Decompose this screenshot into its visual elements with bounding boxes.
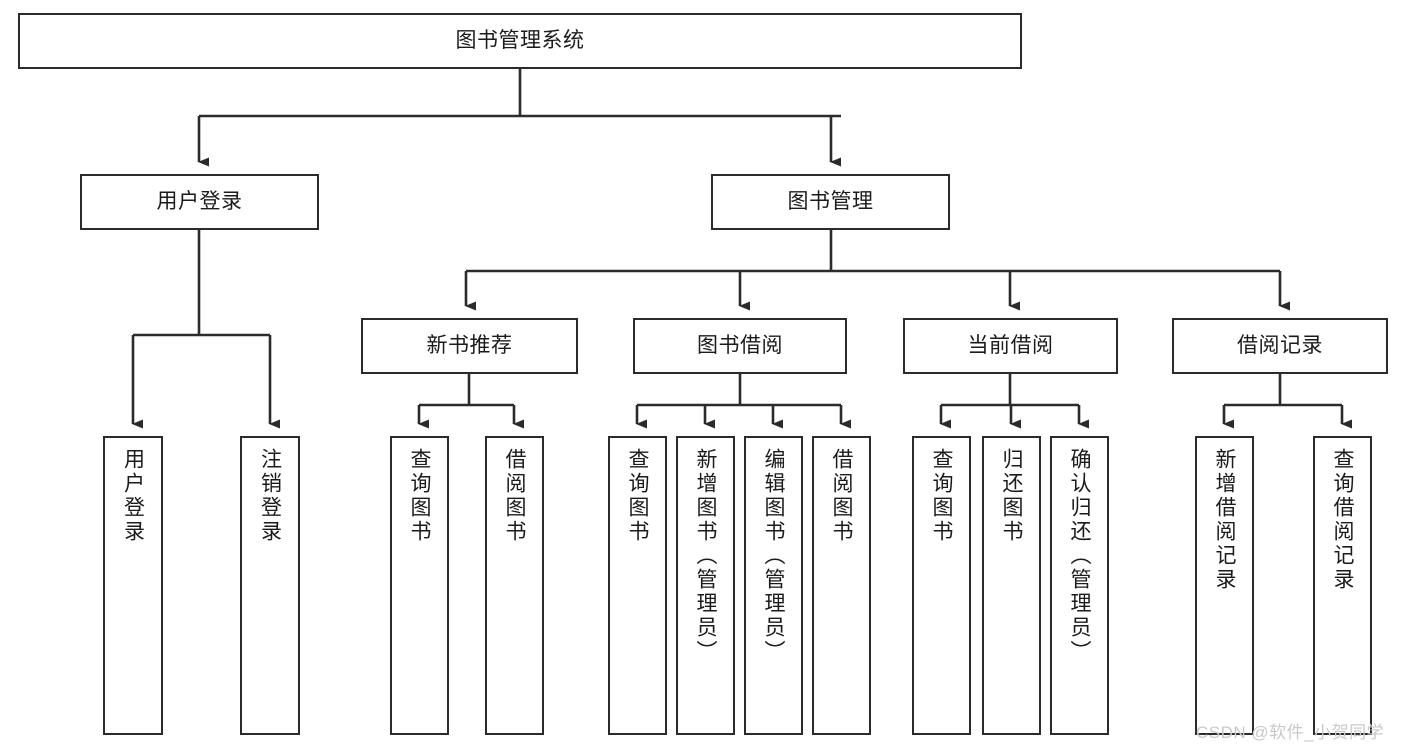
edge-group-borrow-record: [1222, 374, 1352, 429]
node-leaf-confirm-return[interactable]: 确认归还（管理员）: [1050, 436, 1109, 735]
csdn-watermark: CSDN @软件_小贺同学: [1196, 723, 1385, 742]
node-root-label: 图书管理系统: [455, 28, 585, 52]
node-leaf-edit-book-label: 编辑图书（管理员）: [762, 448, 785, 664]
node-leaf-query-book-borrow[interactable]: 查询图书: [608, 436, 667, 735]
edge-group-book-manage: [464, 230, 1290, 311]
edge-group-book-borrow: [635, 374, 851, 429]
node-leaf-add-book-label: 新增图书（管理员）: [694, 448, 717, 664]
node-leaf-query-borrow-record-label: 查询借阅记录: [1331, 448, 1354, 592]
node-user-login[interactable]: 用户登录: [80, 174, 319, 230]
node-leaf-query-borrow-record[interactable]: 查询借阅记录: [1313, 436, 1372, 735]
node-book-borrow[interactable]: 图书借阅: [633, 318, 847, 374]
node-book-manage[interactable]: 图书管理: [711, 174, 950, 230]
node-leaf-edit-book[interactable]: 编辑图书（管理员）: [744, 436, 803, 735]
node-leaf-logout-label: 注销登录: [258, 448, 282, 544]
edge-group-user-login: [131, 230, 280, 429]
node-leaf-logout[interactable]: 注销登录: [240, 436, 300, 735]
node-book-manage-label: 图书管理: [787, 189, 874, 213]
node-current-borrow[interactable]: 当前借阅: [903, 318, 1118, 374]
node-leaf-query-book-current-label: 查询图书: [930, 448, 953, 544]
node-leaf-query-book-current[interactable]: 查询图书: [912, 436, 971, 735]
node-leaf-user-login-label: 用户登录: [121, 448, 145, 544]
node-leaf-borrow-book-rec-label: 借阅图书: [503, 448, 526, 544]
node-borrow-record[interactable]: 借阅记录: [1172, 318, 1388, 374]
node-leaf-borrow-book-label: 借阅图书: [830, 448, 853, 544]
node-leaf-query-book-borrow-label: 查询图书: [626, 448, 649, 544]
node-leaf-add-book[interactable]: 新增图书（管理员）: [676, 436, 735, 735]
node-leaf-add-borrow-record-label: 新增借阅记录: [1213, 448, 1236, 592]
node-current-borrow-label: 当前借阅: [967, 333, 1054, 357]
edge-group-root: [197, 69, 841, 167]
node-leaf-user-login[interactable]: 用户登录: [103, 436, 163, 735]
node-leaf-return-book[interactable]: 归还图书: [982, 436, 1041, 735]
node-leaf-query-book-rec[interactable]: 查询图书: [390, 436, 449, 735]
node-leaf-add-borrow-record[interactable]: 新增借阅记录: [1195, 436, 1254, 735]
node-leaf-confirm-return-label: 确认归还（管理员）: [1068, 448, 1091, 664]
node-new-book-recommend-label: 新书推荐: [426, 333, 513, 357]
node-book-borrow-label: 图书借阅: [697, 333, 783, 357]
node-leaf-return-book-label: 归还图书: [1000, 448, 1023, 544]
edge-group-new-book-recommend: [417, 374, 524, 429]
node-root[interactable]: 图书管理系统: [18, 13, 1022, 69]
node-user-login-label: 用户登录: [156, 189, 243, 213]
node-leaf-borrow-book[interactable]: 借阅图书: [812, 436, 871, 735]
node-borrow-record-label: 借阅记录: [1237, 333, 1323, 357]
node-leaf-borrow-book-rec[interactable]: 借阅图书: [485, 436, 544, 735]
node-leaf-query-book-rec-label: 查询图书: [408, 448, 431, 544]
node-new-book-recommend[interactable]: 新书推荐: [361, 318, 578, 374]
edge-group-current-borrow: [939, 374, 1089, 429]
